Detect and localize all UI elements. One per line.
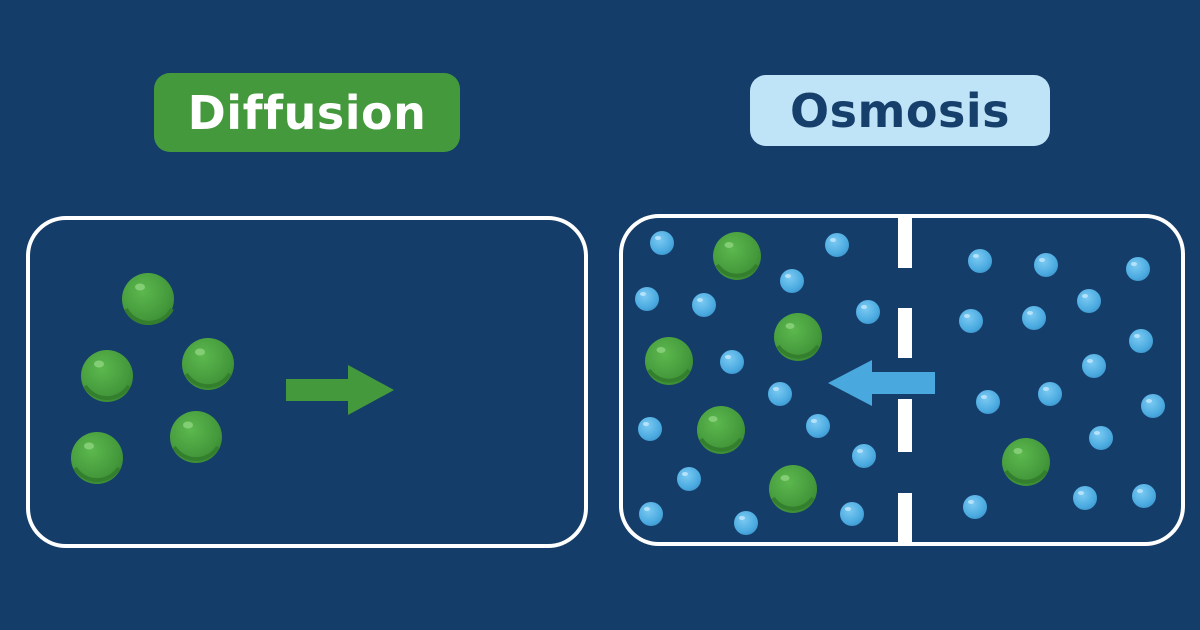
osmosis-solute-particles bbox=[645, 232, 1050, 513]
osmosis-water-particles bbox=[635, 231, 1165, 535]
semipermeable-membrane bbox=[898, 218, 912, 542]
water-particle bbox=[638, 417, 662, 441]
diffusion-solute-particles bbox=[71, 273, 234, 484]
water-particle bbox=[734, 511, 758, 535]
osmosis-container bbox=[619, 214, 1185, 546]
solute-particle bbox=[713, 232, 761, 280]
water-particle bbox=[856, 300, 880, 324]
water-particle bbox=[959, 309, 983, 333]
water-particle bbox=[768, 382, 792, 406]
diffusion-title: Diffusion bbox=[154, 73, 460, 152]
water-particle bbox=[677, 467, 701, 491]
solute-particle bbox=[774, 313, 822, 361]
water-particle bbox=[720, 350, 744, 374]
solute-particle bbox=[71, 432, 123, 484]
water-particle bbox=[1038, 382, 1062, 406]
water-particle bbox=[1082, 354, 1106, 378]
solute-particle bbox=[1002, 438, 1050, 486]
water-particle bbox=[1141, 394, 1165, 418]
water-particle bbox=[806, 414, 830, 438]
water-particle bbox=[825, 233, 849, 257]
water-particle bbox=[840, 502, 864, 526]
water-particle bbox=[968, 249, 992, 273]
water-particle bbox=[963, 495, 987, 519]
water-particle bbox=[852, 444, 876, 468]
osmosis-arrow-left bbox=[828, 360, 935, 406]
water-particle bbox=[1129, 329, 1153, 353]
water-particle bbox=[1077, 289, 1101, 313]
solute-particle bbox=[81, 350, 133, 402]
water-particle bbox=[780, 269, 804, 293]
water-particle bbox=[1132, 484, 1156, 508]
water-particle bbox=[1034, 253, 1058, 277]
osmosis-title: Osmosis bbox=[750, 75, 1050, 146]
solute-particle bbox=[182, 338, 234, 390]
diffusion-container bbox=[26, 216, 588, 548]
water-particle bbox=[1073, 486, 1097, 510]
water-particle bbox=[635, 287, 659, 311]
solute-particle bbox=[122, 273, 174, 325]
water-particle bbox=[692, 293, 716, 317]
solute-particle bbox=[697, 406, 745, 454]
water-particle bbox=[1022, 306, 1046, 330]
solute-particle bbox=[769, 465, 817, 513]
solute-particle bbox=[645, 337, 693, 385]
water-particle bbox=[639, 502, 663, 526]
water-particle bbox=[650, 231, 674, 255]
diffusion-arrow-right bbox=[286, 365, 394, 415]
water-particle bbox=[1089, 426, 1113, 450]
water-particle bbox=[1126, 257, 1150, 281]
water-particle bbox=[976, 390, 1000, 414]
solute-particle bbox=[170, 411, 222, 463]
